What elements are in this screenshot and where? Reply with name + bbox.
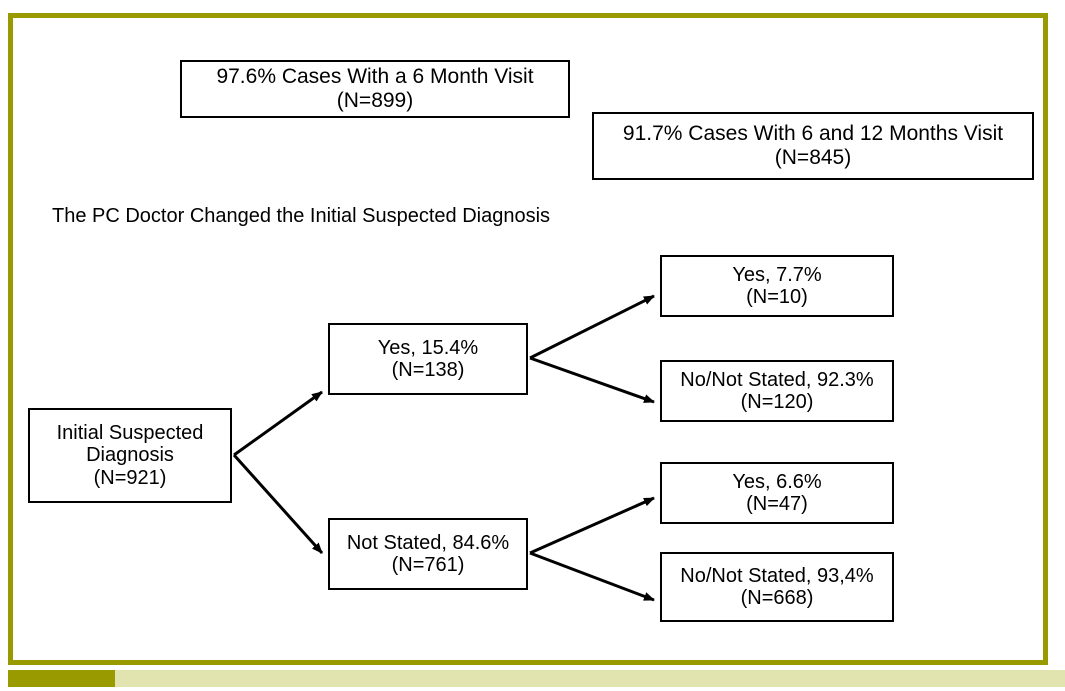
node-box-no-not-stated-93-4: No/Not Stated, 93,4% (N=668) xyxy=(660,552,894,622)
node-line1: Yes, 6.6% xyxy=(732,470,822,493)
node-line2: (N=668) xyxy=(740,587,814,609)
node-box-no-not-stated-92-3: No/Not Stated, 92.3% (N=120) xyxy=(660,360,894,422)
stat-box-line1: 97.6% Cases With a 6 Month Visit xyxy=(216,65,534,89)
node-box-yes-15-4: Yes, 15.4% (N=138) xyxy=(328,323,528,395)
node-line2: (N=138) xyxy=(391,359,465,381)
node-box-yes-7-7: Yes, 7.7% (N=10) xyxy=(660,255,894,317)
edge-root-to-yes15 xyxy=(233,390,323,457)
diagram-caption: The PC Doctor Changed the Initial Suspec… xyxy=(52,205,551,227)
node-box-not-stated-84-6: Not Stated, 84.6% (N=761) xyxy=(328,518,528,590)
node-line2: (N=761) xyxy=(391,554,465,576)
edge-notstated85-to-no934 xyxy=(529,551,655,602)
footer-bar-accent xyxy=(8,670,115,687)
node-box-initial-suspected-diagnosis: Initial Suspected Diagnosis (N=921) xyxy=(28,408,232,503)
footer-bar xyxy=(8,670,1065,687)
node-line1: Not Stated, 84.6% xyxy=(346,531,510,554)
node-line1: No/Not Stated, 92.3% xyxy=(680,368,874,391)
stat-box-line1: 91.7% Cases With 6 and 12 Months Visit xyxy=(622,122,1004,146)
node-line2: (N=120) xyxy=(740,391,814,413)
edge-yes15-to-no923 xyxy=(529,356,655,404)
stat-box-six-month-visit: 97.6% Cases With a 6 Month Visit (N=899) xyxy=(180,60,570,118)
node-box-yes-6-6: Yes, 6.6% (N=47) xyxy=(660,462,894,524)
node-line1: Yes, 7.7% xyxy=(732,263,822,286)
node-line1: No/Not Stated, 93,4% xyxy=(680,564,874,587)
stat-box-line2: (N=845) xyxy=(774,146,852,169)
node-line3: (N=921) xyxy=(93,466,167,489)
node-line2: (N=10) xyxy=(746,286,808,308)
node-line1: Initial Suspected xyxy=(56,421,204,444)
node-line1: Yes, 15.4% xyxy=(377,336,479,359)
node-line2: (N=47) xyxy=(746,493,808,515)
stat-box-six-and-twelve-month-visit: 91.7% Cases With 6 and 12 Months Visit (… xyxy=(592,112,1034,180)
stat-box-line2: (N=899) xyxy=(336,89,414,112)
edge-yes15-to-yes77 xyxy=(529,294,655,360)
edge-root-to-notstated85 xyxy=(232,453,324,555)
edge-notstated85-to-yes66 xyxy=(529,496,655,555)
node-line2: Diagnosis xyxy=(86,444,174,467)
